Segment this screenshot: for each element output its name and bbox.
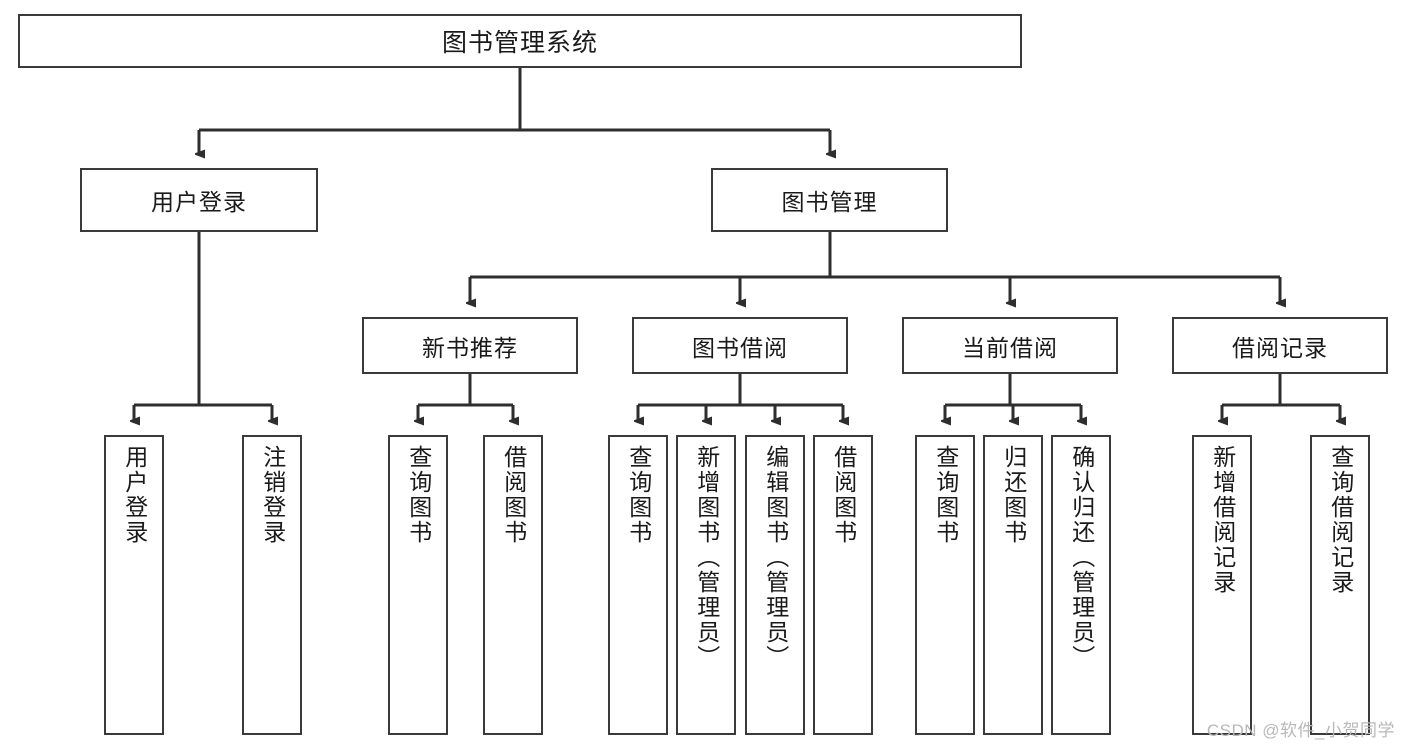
node-leaf-borrow-book-2[interactable]: 借阅图书 bbox=[813, 435, 873, 735]
node-leaf-add-book[interactable]: 新增图书（管理员） bbox=[676, 435, 736, 735]
node-leaf-edit-book-label: 编辑图书（管理员） bbox=[762, 445, 789, 670]
node-book-manage-label: 图书管理 bbox=[781, 189, 878, 215]
node-leaf-user-login[interactable]: 用户登录 bbox=[104, 435, 164, 735]
node-book-borrow[interactable]: 图书借阅 bbox=[632, 317, 848, 374]
node-leaf-query-book-1[interactable]: 查询图书 bbox=[388, 435, 448, 735]
node-leaf-borrow-book-2-label: 借阅图书 bbox=[830, 445, 857, 545]
node-leaf-user-logout-label: 注销登录 bbox=[259, 445, 286, 545]
node-user-login[interactable]: 用户登录 bbox=[80, 168, 318, 232]
node-leaf-return-book-label: 归还图书 bbox=[1000, 445, 1027, 545]
node-leaf-add-book-label: 新增图书（管理员） bbox=[693, 445, 720, 670]
node-leaf-user-login-label: 用户登录 bbox=[121, 445, 148, 545]
node-leaf-add-record-label: 新增借阅记录 bbox=[1209, 445, 1236, 595]
node-current-borrow-label: 当前借阅 bbox=[962, 334, 1058, 361]
node-book-borrow-label: 图书借阅 bbox=[692, 334, 788, 361]
node-leaf-query-record[interactable]: 查询借阅记录 bbox=[1310, 435, 1370, 735]
node-leaf-query-book-2[interactable]: 查询图书 bbox=[608, 435, 668, 735]
node-leaf-return-book[interactable]: 归还图书 bbox=[983, 435, 1043, 735]
node-borrow-record-label: 借阅记录 bbox=[1232, 334, 1328, 361]
node-book-manage[interactable]: 图书管理 bbox=[711, 168, 948, 232]
node-root[interactable]: 图书管理系统 bbox=[18, 14, 1022, 68]
node-leaf-query-book-3[interactable]: 查询图书 bbox=[915, 435, 975, 735]
node-leaf-borrow-book-1-label: 借阅图书 bbox=[500, 445, 527, 545]
node-user-login-label: 用户登录 bbox=[151, 189, 247, 215]
node-borrow-record[interactable]: 借阅记录 bbox=[1172, 317, 1388, 374]
node-leaf-user-logout[interactable]: 注销登录 bbox=[242, 435, 302, 735]
node-new-book-recommend-label: 新书推荐 bbox=[422, 334, 518, 361]
node-current-borrow[interactable]: 当前借阅 bbox=[902, 317, 1118, 374]
node-root-label: 图书管理系统 bbox=[441, 29, 598, 57]
node-leaf-borrow-book-1[interactable]: 借阅图书 bbox=[483, 435, 543, 735]
watermark: CSDN @软件_小贺同学 bbox=[1206, 721, 1395, 740]
node-leaf-add-record[interactable]: 新增借阅记录 bbox=[1192, 435, 1252, 735]
node-leaf-confirm-return[interactable]: 确认归还（管理员） bbox=[1051, 435, 1111, 735]
node-leaf-query-record-label: 查询借阅记录 bbox=[1327, 445, 1354, 595]
node-leaf-edit-book[interactable]: 编辑图书（管理员） bbox=[745, 435, 805, 735]
node-leaf-query-book-2-label: 查询图书 bbox=[625, 445, 652, 545]
node-new-book-recommend[interactable]: 新书推荐 bbox=[362, 317, 578, 374]
node-leaf-query-book-1-label: 查询图书 bbox=[405, 445, 432, 545]
node-leaf-query-book-3-label: 查询图书 bbox=[932, 445, 959, 545]
node-leaf-confirm-return-label: 确认归还（管理员） bbox=[1068, 445, 1095, 670]
